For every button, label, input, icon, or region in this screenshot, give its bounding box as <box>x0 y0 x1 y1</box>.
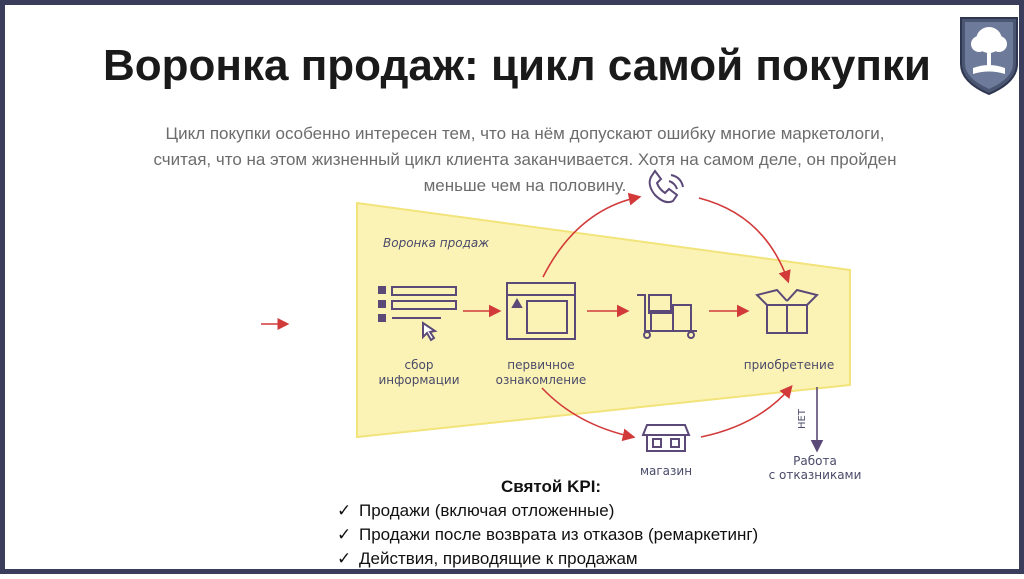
kpi-item-text: Действия, приводящие к продажам <box>359 549 638 568</box>
subtitle-line-2: считая, что на этом жизненный цикл клиен… <box>153 150 897 169</box>
checkmark-icon: ✓ <box>337 525 352 544</box>
funnel-label: Воронка продаж <box>383 236 489 250</box>
subtitle: Цикл покупки особенно интересен тем, что… <box>85 121 965 199</box>
shop-label: магазин <box>640 464 692 478</box>
form-icon <box>378 286 457 342</box>
refusers-label-1: Работа <box>793 454 837 468</box>
arrow-to-shop <box>541 387 636 442</box>
checkmark-icon: ✓ <box>337 501 352 520</box>
shop-icon <box>641 424 691 452</box>
funnel-shape <box>356 201 851 439</box>
step-label-purchase: приобретение <box>744 358 834 372</box>
sales-funnel-diagram: Воронка продаж <box>261 169 862 482</box>
arrow-from-shop <box>700 385 793 438</box>
open-box-icon <box>755 288 819 334</box>
page-title: Воронка продаж: цикл самой покупки <box>103 41 931 90</box>
subtitle-line-3: меньше чем на половину. <box>423 176 627 195</box>
kpi-item-text: Продажи (включая отложенные) <box>359 501 615 520</box>
kpi-item: ✓ Продажи после возврата из отказов (рема… <box>337 523 897 547</box>
arrow-from-phone <box>698 197 791 284</box>
arrow-to-phone <box>542 192 642 278</box>
kpi-item: ✓ Действия, приводящие к продажам <box>337 547 897 571</box>
no-label: НЕТ <box>797 408 808 429</box>
boxes-trolley-icon <box>637 294 697 339</box>
kpi-item-text: Продажи после возврата из отказов (ремар… <box>359 525 759 544</box>
checkmark-icon: ✓ <box>337 549 352 568</box>
step-label-collect-2: информации <box>378 373 459 387</box>
step-label-firstlook-2: ознакомление <box>496 373 587 387</box>
phone-icon <box>648 169 684 204</box>
kpi-block: Святой KPI: ✓ Продажи (включая отложенные… <box>337 475 897 571</box>
step-label-firstlook-1: первичное <box>507 358 574 372</box>
browser-window-icon <box>506 282 576 340</box>
kpi-item: ✓ Продажи (включая отложенные) <box>337 499 897 523</box>
subtitle-line-1: Цикл покупки особенно интересен тем, что… <box>165 124 885 143</box>
step-label-collect-1: сбор <box>405 358 434 372</box>
refusers-label-2: с отказниками <box>769 468 862 482</box>
university-emblem-icon <box>960 17 1018 96</box>
kpi-title: Святой KPI: <box>501 477 602 496</box>
